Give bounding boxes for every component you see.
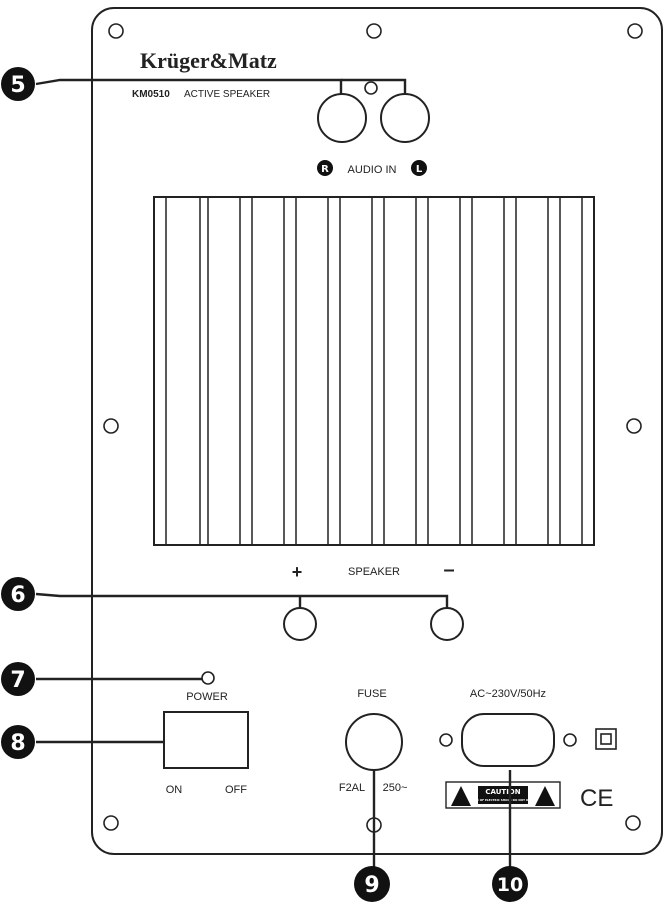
ce-mark: CE (580, 785, 613, 812)
callout-8: 8 (10, 731, 25, 756)
power-off-label: OFF (225, 784, 247, 796)
callout-badge-6 (1, 577, 35, 611)
screw-hole-bottom-left (103, 815, 119, 831)
heatsink (153, 196, 595, 546)
caution-text: CAUTION (485, 788, 520, 796)
model-code: KM0510 (132, 89, 170, 100)
exclamation-warning-icon (535, 786, 555, 806)
warning-label (445, 781, 561, 809)
screw-hole-top-center (366, 23, 382, 39)
screw-holes (103, 23, 643, 833)
audio-in-label: AUDIO IN (348, 164, 397, 176)
fuse-rating-left: F2AL (339, 782, 365, 794)
ac-label: AC~230V/50Hz (470, 688, 546, 700)
callout-6: 6 (10, 583, 25, 608)
fuse-label: FUSE (357, 688, 386, 700)
callout-badge-5 (1, 67, 35, 101)
brand-logo: Krüger&Matz (140, 48, 277, 73)
callout-badge-10 (492, 866, 528, 902)
screw-hole-mid-right (626, 418, 642, 434)
screw-hole-top-right (627, 23, 643, 39)
model-desc: ACTIVE SPEAKER (184, 89, 270, 100)
speaker-label: SPEAKER (348, 566, 400, 578)
ac-mount-hole-left (439, 733, 453, 747)
audio-r-badge (317, 160, 333, 176)
ac-inlet (461, 713, 555, 767)
audio-l-badge (411, 160, 427, 176)
double-insulation-icon (595, 728, 617, 750)
callout-10: 10 (497, 874, 523, 896)
lightning-warning-icon (451, 786, 471, 806)
leader-5-branch (341, 78, 407, 94)
caution-fine-print: RISK OF ELECTRIC SHOCK DO NOT OPEN (471, 798, 535, 802)
callout-9: 9 (364, 873, 379, 898)
speaker-minus-sign: – (443, 559, 454, 581)
audio-r-badge-letter: R (321, 164, 329, 175)
audio-l-badge-letter: L (416, 164, 423, 175)
callout-badge-9 (354, 866, 390, 902)
power-label: POWER (186, 691, 228, 703)
callout-badge-7 (1, 662, 35, 696)
speaker-plus-sign: + (292, 562, 303, 582)
panel-outline (91, 7, 663, 855)
leader-5 (35, 78, 343, 94)
callout-badge-8 (1, 725, 35, 759)
callout-7: 7 (10, 668, 25, 693)
screw-hole-mid-left (103, 418, 119, 434)
callout-leaders (35, 78, 512, 868)
power-on-label: ON (166, 784, 183, 796)
ac-mount-hole-right (563, 733, 577, 747)
leader-6 (35, 592, 449, 608)
screw-hole-top-left (108, 23, 124, 39)
fuse-rating-right: 250~ (383, 782, 408, 794)
callout-5: 5 (10, 73, 25, 98)
screw-hole-audio (364, 81, 378, 95)
screw-hole-bottom-right (625, 815, 641, 831)
power-switch (163, 711, 249, 769)
